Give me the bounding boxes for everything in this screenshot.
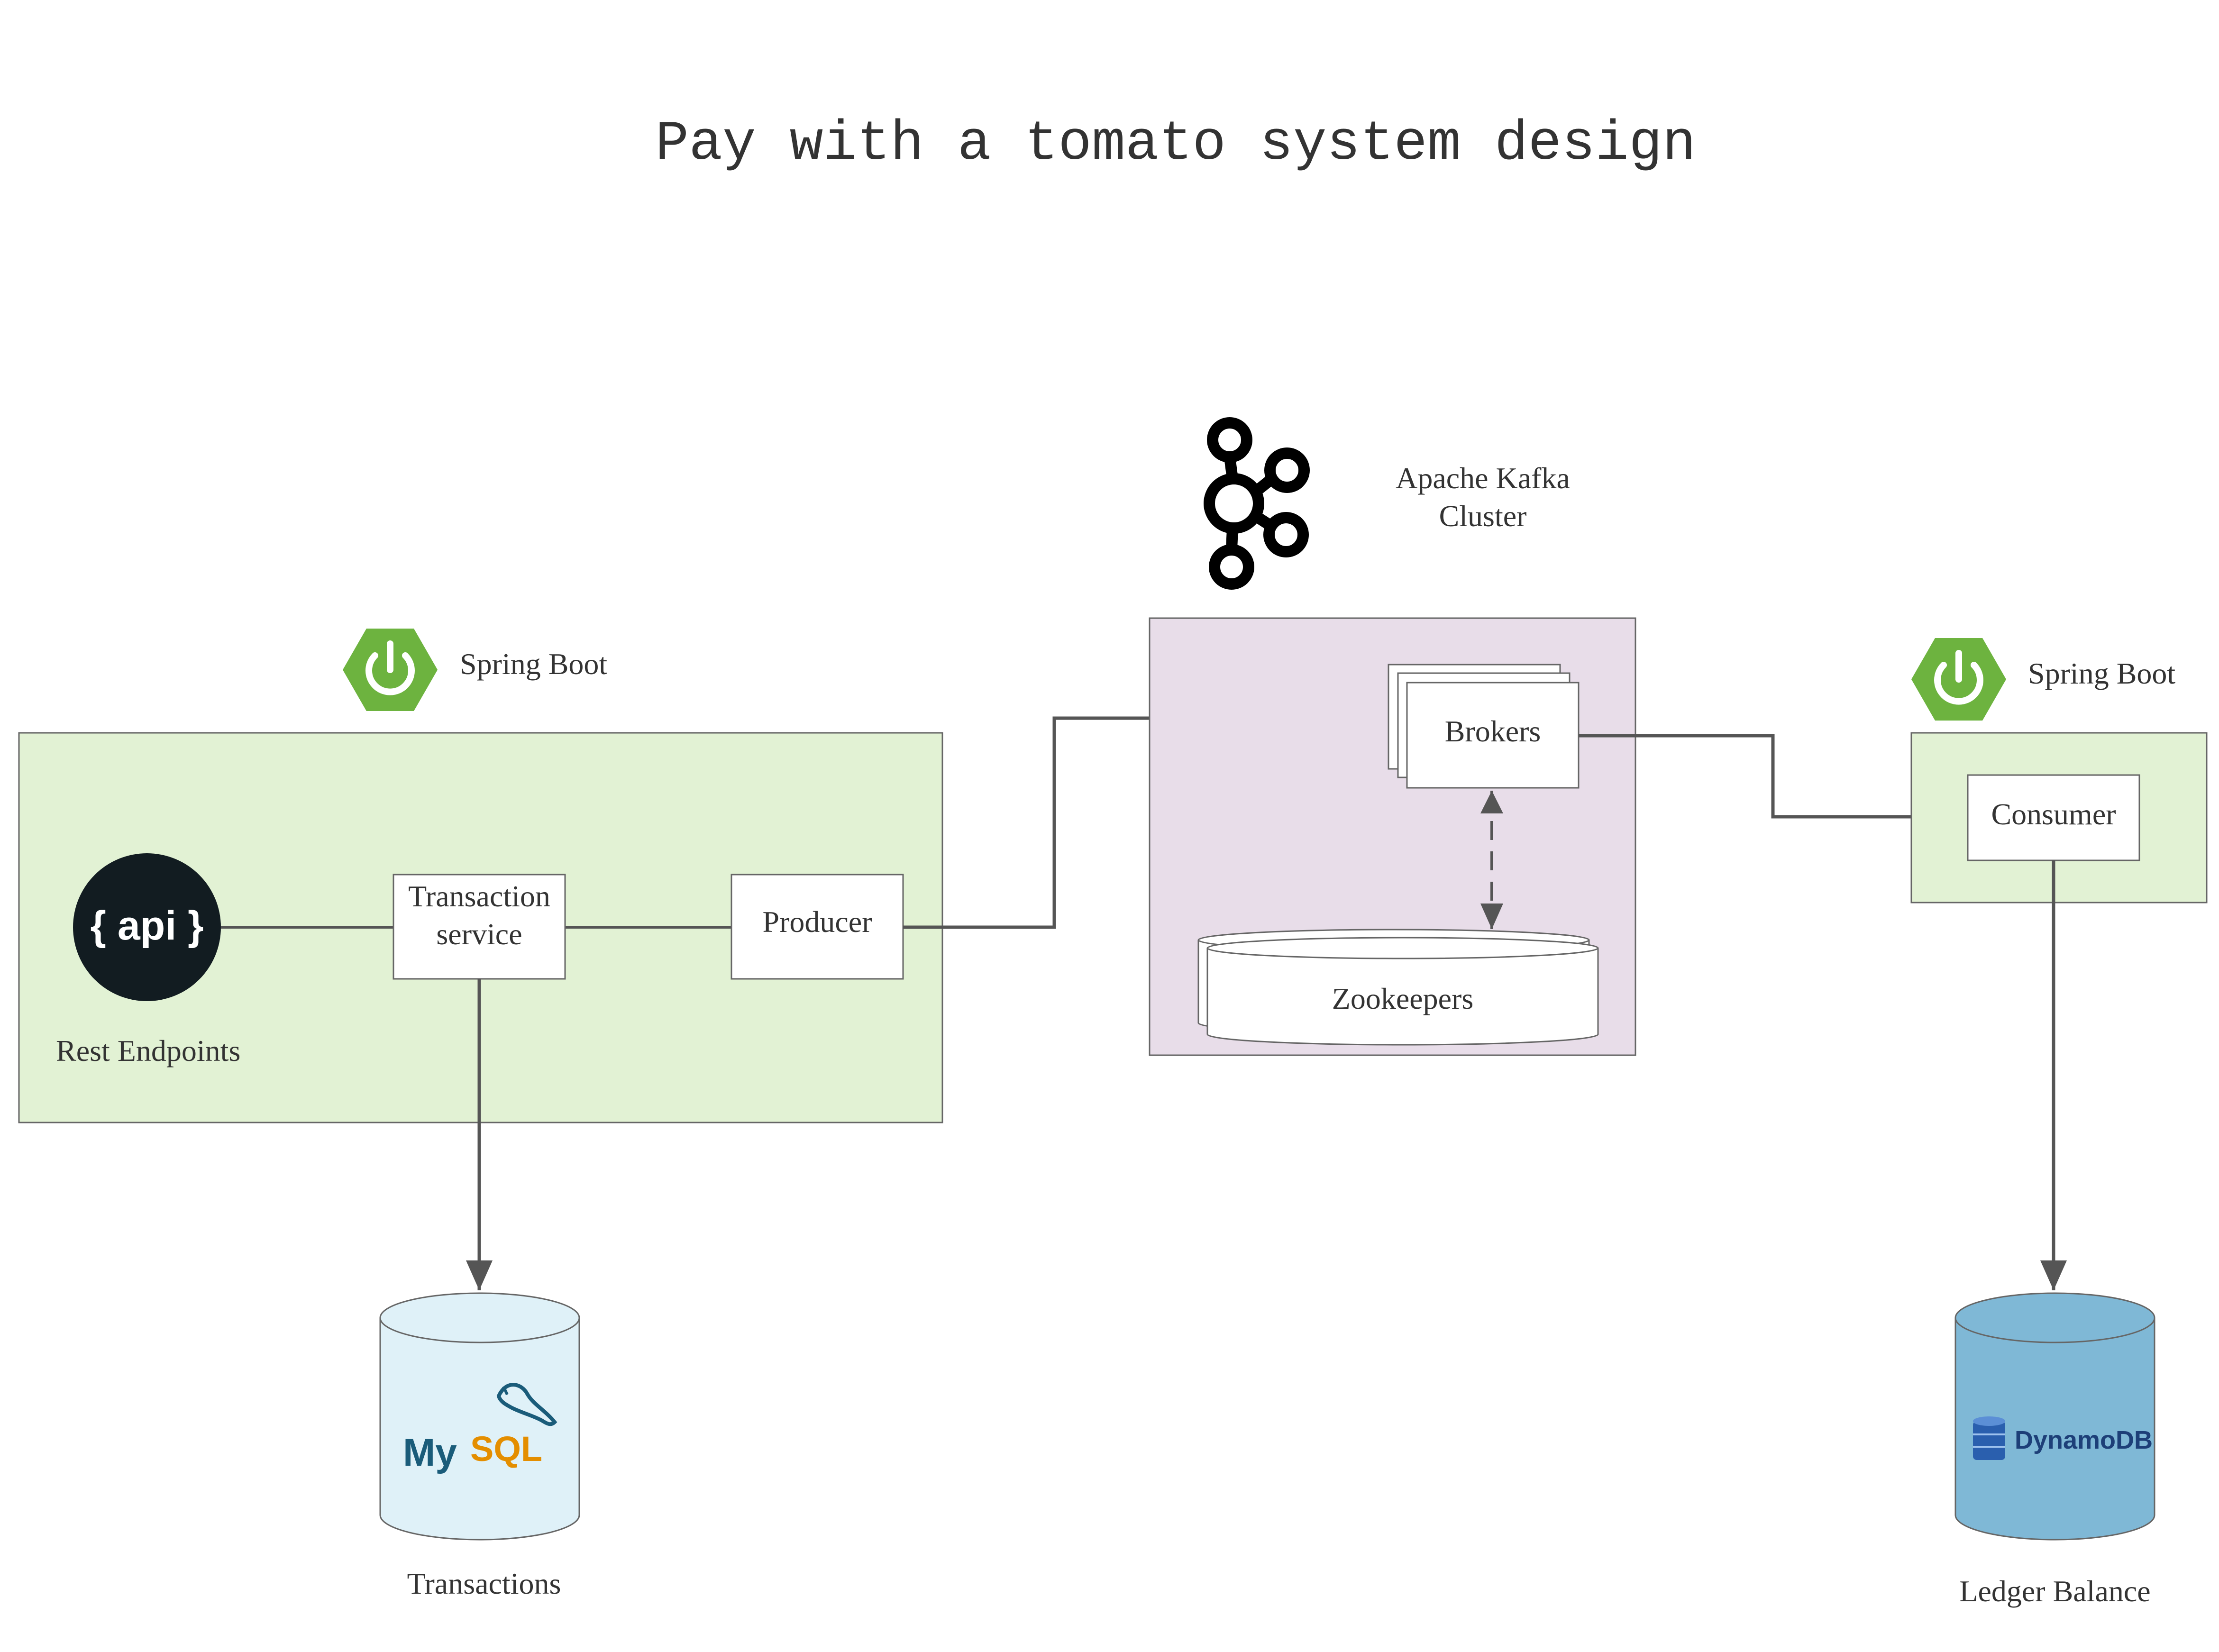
brokers-label: Brokers bbox=[1445, 714, 1541, 748]
page-title: Pay with a tomato system design bbox=[655, 113, 1696, 176]
transactions-label: Transactions bbox=[407, 1567, 561, 1600]
ledger-balance-label: Ledger Balance bbox=[1959, 1574, 2150, 1608]
transaction-service-node: Transaction service bbox=[393, 874, 566, 980]
api-icon: { api } bbox=[73, 853, 221, 1001]
kafka-label-line1: Apache Kafka bbox=[1396, 461, 1570, 495]
producer-node: Producer bbox=[731, 874, 904, 980]
mysql-logo-my: My bbox=[403, 1431, 457, 1474]
transaction-service-label-line2: service bbox=[436, 917, 522, 951]
spring-boot-label-left: Spring Boot bbox=[460, 647, 607, 681]
kafka-label-line2: Cluster bbox=[1439, 499, 1527, 533]
mysql-database: My SQL bbox=[379, 1292, 580, 1541]
api-icon-text: { api } bbox=[91, 903, 204, 949]
consumer-node: Consumer bbox=[1967, 774, 2140, 861]
rest-endpoints-label: Rest Endpoints bbox=[56, 1034, 240, 1068]
spring-boot-icon bbox=[343, 629, 438, 711]
dynamodb-logo: DynamoDB bbox=[1973, 1416, 2153, 1460]
dynamodb-logo-text: DynamoDB bbox=[2015, 1426, 2153, 1454]
producer-label: Producer bbox=[762, 905, 872, 939]
zookeepers-node: Zookeepers bbox=[1197, 929, 1599, 1046]
zookeepers-label: Zookeepers bbox=[1332, 982, 1474, 1015]
dynamodb-database: DynamoDB bbox=[1954, 1292, 2155, 1541]
spring-boot-icon bbox=[1911, 638, 2006, 721]
spring-boot-label-right: Spring Boot bbox=[2028, 657, 2175, 690]
brokers-node: Brokers bbox=[1388, 664, 1580, 789]
database-icon bbox=[1973, 1416, 2005, 1460]
mysql-logo-sql: SQL bbox=[470, 1429, 542, 1469]
transaction-service-label-line1: Transaction bbox=[408, 879, 550, 913]
consumer-label: Consumer bbox=[1991, 797, 2116, 831]
edge-brokers-to-consumer bbox=[1579, 734, 1964, 830]
kafka-icon bbox=[1204, 417, 1310, 590]
mysql-logo: My SQL bbox=[403, 1383, 557, 1474]
